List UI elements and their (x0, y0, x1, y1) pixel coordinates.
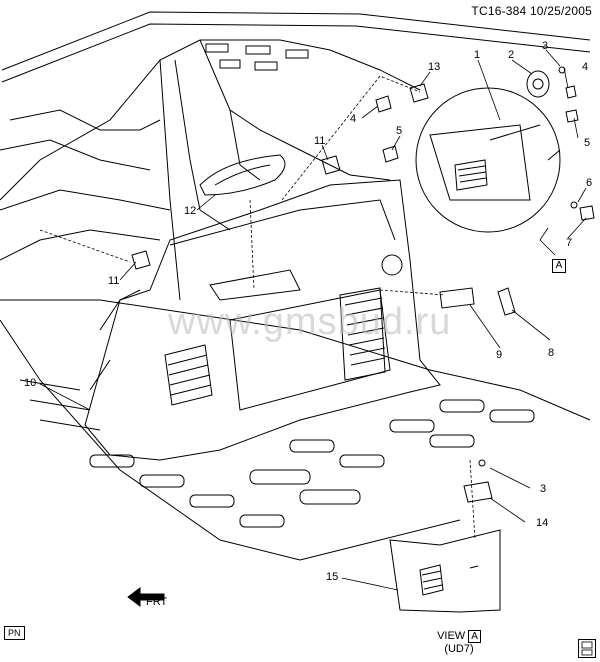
callout-12: 12 (184, 205, 196, 217)
callout-7: 7 (566, 237, 572, 249)
panel-storage-opening (209, 269, 301, 301)
callout-numbers: 1 2 3 13 4 4 5 5 6 7 8 9 10 11 11 12 3 1… (24, 40, 592, 608)
view-variant: (UD7) (444, 643, 474, 655)
front-arrow-label: FRT (146, 596, 167, 608)
callout-5-right: 5 (584, 137, 590, 149)
callout-14: 14 (536, 517, 548, 529)
callout-15: 15 (326, 571, 338, 583)
fastener-13 (409, 83, 429, 103)
callout-11-upper: 11 (314, 135, 325, 147)
clip-11-lower (131, 250, 151, 270)
callout-4-left: 4 (350, 113, 356, 125)
callout-2: 2 (508, 49, 514, 61)
lamp-bezel-8 (497, 287, 516, 316)
diagram-reference-code: TC16-384 10/25/2005 (471, 4, 592, 18)
storage-compartment-cover (199, 154, 286, 196)
watermark-text: www.gmsbud.ru (167, 301, 451, 343)
detail-view-a (415, 87, 561, 233)
retainer-5-right (565, 109, 579, 123)
screw-3-lower (478, 459, 486, 467)
view-a-caption: VIEW A (UD7) (426, 630, 492, 655)
vehicle-floor-pan (0, 299, 591, 561)
screw-3-upper (558, 66, 566, 74)
callout-13: 13 (428, 61, 440, 73)
callout-10: 10 (24, 377, 36, 389)
quarter-trim-insert-15 (389, 529, 501, 613)
diagram-code: TC16-384 (471, 4, 527, 18)
callout-11-lower: 11 (108, 275, 119, 287)
callout-3-upper: 3 (542, 40, 548, 52)
callout-6: 6 (586, 177, 592, 189)
bracket-14 (463, 481, 493, 503)
view-letter-box: A (468, 630, 481, 643)
panel-vent-grille (339, 287, 386, 381)
clip-11-upper (321, 155, 341, 175)
fastener-4-upper (375, 95, 392, 113)
detail-view-tag: A (552, 259, 566, 273)
lamp-socket-9 (439, 287, 475, 309)
callout-1: 1 (474, 49, 480, 61)
callout-8: 8 (548, 347, 554, 359)
diagram-date: 10/25/2005 (529, 4, 592, 18)
vehicle-body-frame (0, 11, 591, 301)
view-label-text: VIEW (437, 630, 466, 642)
speaker-2 (526, 70, 550, 98)
plug-7 (579, 205, 595, 221)
callout-5-left: 5 (396, 125, 402, 137)
callout-9: 9 (496, 349, 502, 361)
nut-4-right (565, 85, 577, 99)
fastener-5-left (382, 145, 399, 163)
screw-6 (570, 201, 578, 209)
document-icon (578, 639, 596, 658)
quarter-trim-panel (84, 179, 441, 461)
document-icon-glyph (581, 641, 593, 656)
pn-tag: PN (4, 626, 25, 640)
fastener-clips (131, 66, 595, 503)
callout-4-right: 4 (582, 61, 588, 73)
callout-3-lower: 3 (540, 483, 546, 495)
callout-leaders (39, 49, 587, 591)
front-direction-arrow-icon (127, 587, 165, 607)
